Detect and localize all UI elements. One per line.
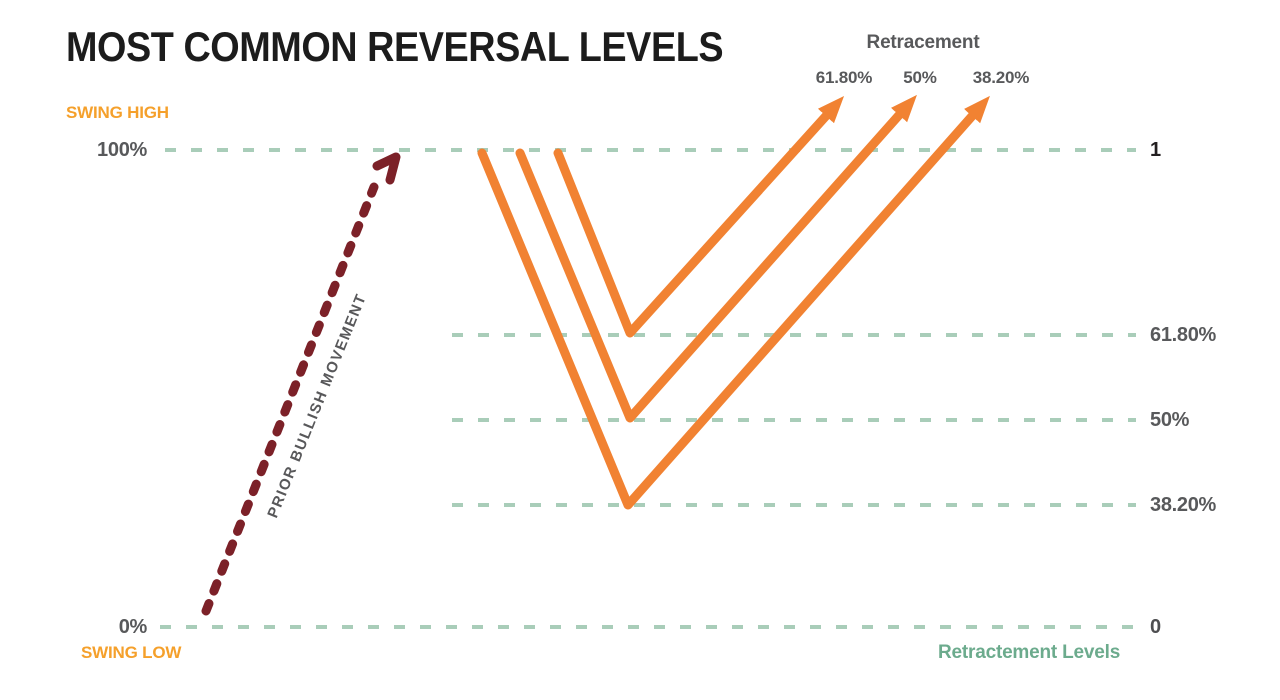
swing-high-value: 100% xyxy=(97,139,147,161)
right-level-label-38-20: 38.20% xyxy=(1150,494,1217,516)
prior-bullish-dotted-line xyxy=(201,182,379,616)
retracement-levels-caption: Retractement Levels xyxy=(938,642,1121,663)
page-title: MOST COMMON REVERSAL LEVELS xyxy=(66,23,724,70)
retracement-target-label-38-20: 38.20% xyxy=(972,68,1030,87)
retracement-target-label-61-80: 61.80% xyxy=(815,68,873,87)
right-level-label-0: 0 xyxy=(1150,616,1161,638)
swing-low-label: SWING LOW xyxy=(81,643,182,662)
retracement-target-label-50: 50% xyxy=(903,68,937,87)
retracement-v-arrow-61-80 xyxy=(553,95,845,338)
retracement-v-arrow-50 xyxy=(515,94,917,423)
right-level-label-1: 1 xyxy=(1150,139,1161,161)
retracement-v-arrow-38-20 xyxy=(477,95,990,510)
prior-bullish-arrowhead-icon xyxy=(372,152,401,185)
right-level-label-50: 50% xyxy=(1150,409,1190,431)
retracement-header-title: Retracement xyxy=(866,32,980,53)
swing-high-label: SWING HIGH xyxy=(66,103,169,122)
right-level-label-61-80: 61.80% xyxy=(1150,324,1217,346)
swing-low-value: 0% xyxy=(118,616,148,638)
